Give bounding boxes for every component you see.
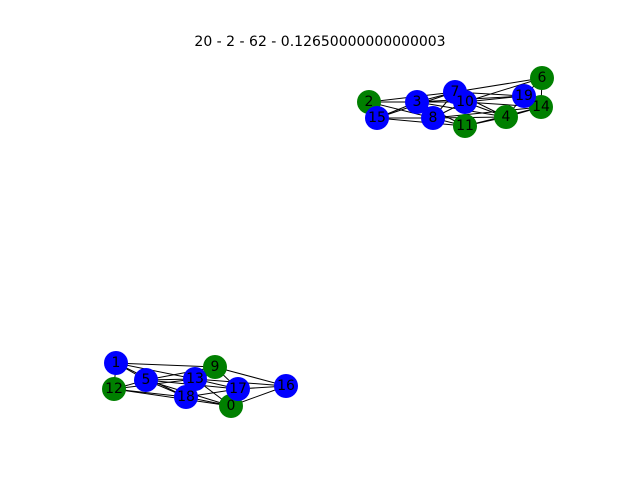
node-label: 16	[277, 378, 295, 394]
graph-node-13: 13	[183, 367, 207, 391]
node-circle	[453, 114, 477, 138]
figure-title: 20 - 2 - 62 - 0.12650000000000003	[194, 34, 446, 50]
graph-node-6: 6	[530, 66, 554, 90]
node-label: 11	[456, 118, 474, 134]
graph-node-16: 16	[274, 374, 298, 398]
node-circle	[529, 95, 553, 119]
graph-node-11: 11	[453, 114, 477, 138]
edge-7-6	[454, 77, 543, 93]
edge-10-6	[464, 77, 543, 103]
node-circle	[494, 105, 518, 129]
node-label: 7	[451, 84, 460, 100]
node-circle	[226, 377, 250, 401]
node-circle	[405, 90, 429, 114]
node-label: 9	[211, 359, 220, 375]
graph-node-15: 15	[365, 106, 389, 130]
node-label: 12	[105, 381, 123, 397]
node-circle	[512, 84, 536, 108]
node-circle	[421, 106, 445, 130]
graph-node-17: 17	[226, 377, 250, 401]
edge-1-9	[115, 362, 216, 368]
node-circle	[453, 90, 477, 114]
node-label: 2	[365, 94, 374, 110]
node-circle	[102, 377, 126, 401]
edge-9-16	[214, 366, 287, 387]
node-circle	[365, 106, 389, 130]
node-circle	[174, 385, 198, 409]
edges-layer	[113, 77, 543, 407]
graph-node-12: 12	[102, 377, 126, 401]
node-label: 4	[502, 109, 511, 125]
node-label: 3	[413, 94, 422, 110]
node-label: 17	[229, 381, 247, 397]
node-label: 10	[456, 94, 474, 110]
node-label: 13	[186, 371, 204, 387]
node-circle	[104, 351, 128, 375]
node-circle	[203, 355, 227, 379]
node-label: 19	[515, 88, 533, 104]
node-label: 1	[112, 355, 121, 371]
edge-1-13	[115, 362, 196, 380]
node-label: 14	[532, 99, 550, 115]
node-circle	[274, 374, 298, 398]
edge-12-0	[113, 388, 232, 407]
graph-node-3: 3	[405, 90, 429, 114]
graph-node-19: 19	[512, 84, 536, 108]
node-label: 8	[429, 110, 438, 126]
graph-node-8: 8	[421, 106, 445, 130]
node-label: 15	[368, 110, 386, 126]
graph-node-14: 14	[529, 95, 553, 119]
node-circle	[530, 66, 554, 90]
node-label: 6	[538, 70, 547, 86]
node-label: 0	[227, 398, 236, 414]
graph-node-1: 1	[104, 351, 128, 375]
edge-15-11	[376, 117, 466, 127]
graph-node-9: 9	[203, 355, 227, 379]
node-circle	[134, 368, 158, 392]
graph-node-18: 18	[174, 385, 198, 409]
node-circle	[183, 367, 207, 391]
graph-node-4: 4	[494, 105, 518, 129]
graph-node-5: 5	[134, 368, 158, 392]
node-label: 18	[177, 389, 195, 405]
edge-8-14	[432, 106, 542, 119]
node-label: 5	[142, 372, 151, 388]
graph-node-10: 10	[453, 90, 477, 114]
